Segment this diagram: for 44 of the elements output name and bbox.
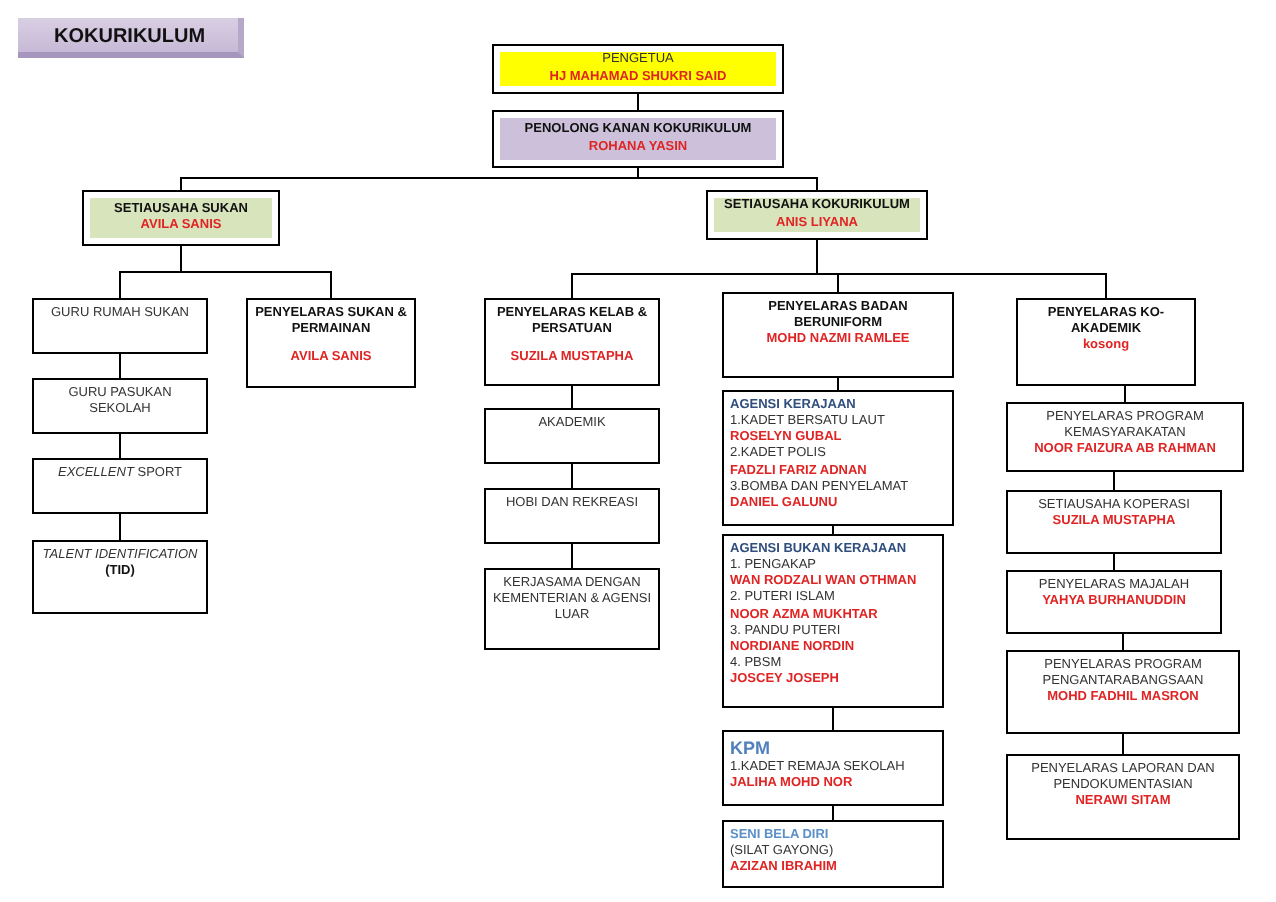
connector-line (1113, 471, 1115, 491)
org-box (492, 44, 784, 94)
org-box (484, 488, 660, 544)
org-box (722, 292, 954, 378)
org-box (722, 534, 944, 708)
connector-line (637, 167, 818, 191)
connector-line (1122, 733, 1124, 755)
org-box (722, 730, 944, 806)
org-box (1006, 402, 1244, 472)
connector-line (1122, 633, 1124, 651)
org-box (722, 820, 944, 888)
connector-line (119, 353, 121, 379)
connector-line (571, 543, 573, 569)
section-heading: KPM (730, 738, 772, 761)
org-box (32, 298, 208, 354)
connector-line (119, 433, 121, 459)
connector-line (637, 93, 639, 111)
org-box (484, 298, 660, 386)
connector-line (1113, 553, 1115, 571)
connector-line (571, 463, 573, 489)
org-box (484, 568, 660, 650)
connector-line (1124, 385, 1126, 403)
connector-line (816, 239, 1107, 299)
org-box (1006, 650, 1240, 734)
org-box (32, 540, 208, 614)
org-box (1016, 298, 1196, 386)
org-box (1006, 490, 1222, 554)
org-box (32, 378, 208, 434)
connector-line (837, 377, 839, 391)
org-box (82, 190, 280, 246)
connector-line (832, 805, 834, 821)
org-box (1006, 570, 1222, 634)
connector-line (571, 385, 573, 409)
org-box (246, 298, 416, 388)
org-box (484, 408, 660, 464)
org-box (722, 390, 954, 526)
org-box (706, 190, 928, 240)
org-box (1006, 754, 1240, 840)
org-box (492, 110, 784, 168)
org-box (32, 458, 208, 514)
connector-line (119, 513, 121, 541)
connector-line (832, 707, 834, 731)
title-banner: KOKURIKULUM (18, 18, 244, 58)
connector-line (832, 525, 834, 535)
